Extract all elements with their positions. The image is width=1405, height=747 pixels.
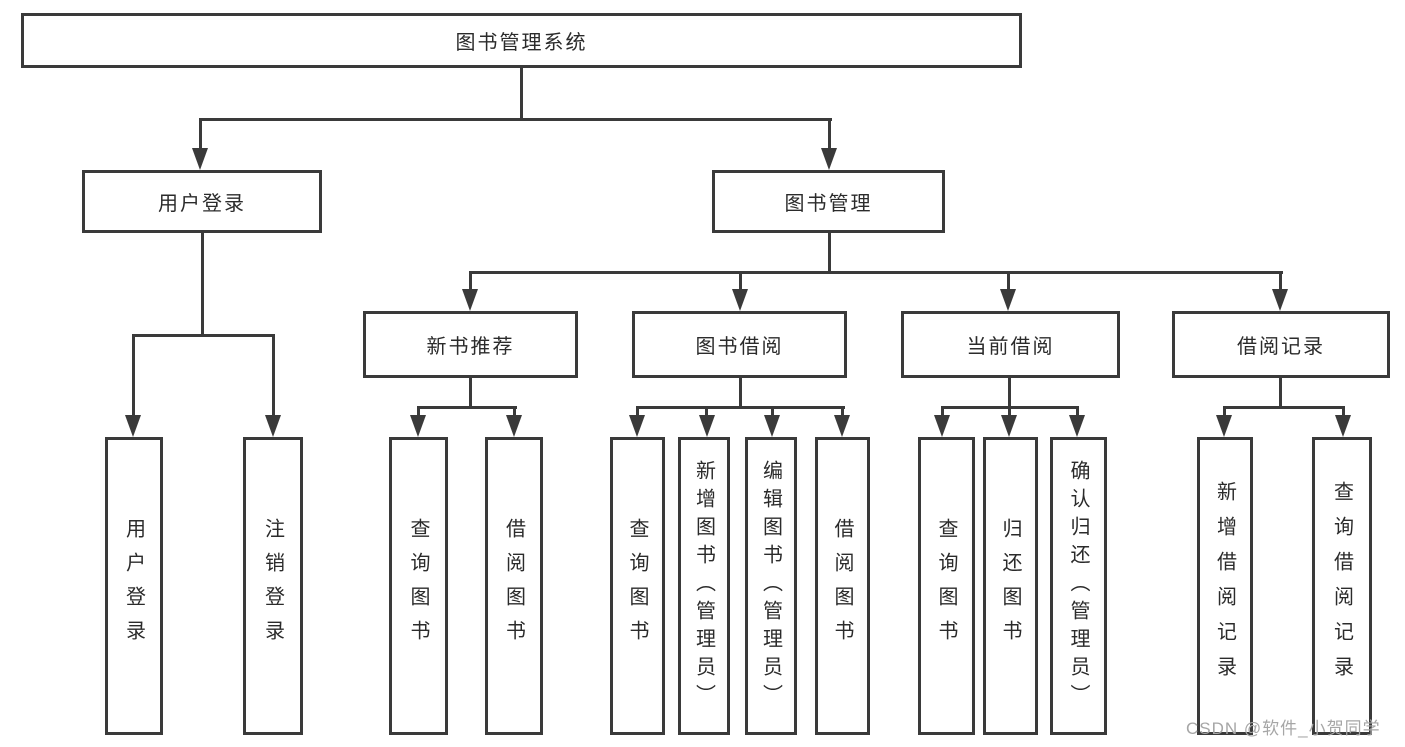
connector-line — [417, 406, 420, 420]
connector-line — [132, 334, 135, 420]
leaf-edit-books: 编辑图书（管理员） — [745, 437, 797, 735]
leaf-borrow-books-2: 借阅图书 — [815, 437, 870, 735]
arrowhead-down-icon — [125, 415, 141, 437]
leaf-return-books: 归还图书 — [983, 437, 1038, 735]
connector-line — [199, 118, 202, 154]
node-book-management: 图书管理 — [712, 170, 945, 233]
node-book-borrowing: 图书借阅 — [632, 311, 847, 378]
arrowhead-down-icon — [732, 289, 748, 311]
arrowhead-down-icon — [699, 415, 715, 437]
leaf-query-books-2: 查询图书 — [610, 437, 665, 735]
connector-line — [469, 271, 1283, 274]
arrowhead-down-icon — [462, 289, 478, 311]
connector-line — [199, 118, 832, 121]
arrowhead-down-icon — [1000, 289, 1016, 311]
connector-line — [739, 271, 742, 295]
connector-line — [828, 118, 831, 154]
arrowhead-down-icon — [1216, 415, 1232, 437]
connector-line — [469, 271, 472, 295]
connector-line — [828, 233, 831, 274]
arrowhead-down-icon — [410, 415, 426, 437]
connector-line — [132, 334, 275, 337]
connector-line — [841, 406, 844, 420]
arrowhead-down-icon — [1001, 415, 1017, 437]
node-root: 图书管理系统 — [21, 13, 1022, 68]
connector-line — [1008, 406, 1011, 420]
arrowhead-down-icon — [1335, 415, 1351, 437]
connector-line — [636, 406, 639, 420]
leaf-query-books-3: 查询图书 — [918, 437, 975, 735]
arrowhead-down-icon — [1272, 289, 1288, 311]
connector-line — [469, 378, 472, 409]
connector-line — [1223, 406, 1345, 409]
arrowhead-down-icon — [629, 415, 645, 437]
leaf-borrow-books-1: 借阅图书 — [485, 437, 543, 735]
connector-line — [739, 378, 742, 409]
leaf-add-books: 新增图书（管理员） — [678, 437, 730, 735]
arrowhead-down-icon — [764, 415, 780, 437]
connector-line — [1008, 378, 1011, 409]
connector-line — [941, 406, 944, 420]
connector-line — [272, 334, 275, 420]
leaf-user-login: 用户登录 — [105, 437, 163, 735]
connector-line — [1076, 406, 1079, 420]
leaf-query-borrow-record: 查询借阅记录 — [1312, 437, 1372, 735]
connector-line — [1007, 271, 1010, 295]
connector-line — [1223, 406, 1226, 420]
connector-line — [705, 406, 708, 420]
arrowhead-down-icon — [934, 415, 950, 437]
arrowhead-down-icon — [192, 148, 208, 170]
connector-line — [771, 406, 774, 420]
connector-line — [417, 406, 517, 409]
connector-line — [636, 406, 845, 409]
connector-line — [201, 233, 204, 336]
arrowhead-down-icon — [821, 148, 837, 170]
leaf-logout: 注销登录 — [243, 437, 303, 735]
leaf-query-books-1: 查询图书 — [389, 437, 448, 735]
leaf-confirm-return: 确认归还（管理员） — [1050, 437, 1107, 735]
arrowhead-down-icon — [1069, 415, 1085, 437]
connector-line — [1342, 406, 1345, 420]
arrowhead-down-icon — [506, 415, 522, 437]
arrowhead-down-icon — [834, 415, 850, 437]
leaf-add-borrow-record: 新增借阅记录 — [1197, 437, 1253, 735]
csdn-watermark: CSDN @软件_小贺同学 — [1186, 719, 1381, 738]
connector-line — [1279, 378, 1282, 409]
node-user-login: 用户登录 — [82, 170, 322, 233]
node-new-book-recommend: 新书推荐 — [363, 311, 578, 378]
connector-line — [513, 406, 516, 420]
connector-line — [1279, 271, 1282, 295]
node-current-borrowing: 当前借阅 — [901, 311, 1120, 378]
node-borrowing-records: 借阅记录 — [1172, 311, 1390, 378]
arrowhead-down-icon — [265, 415, 281, 437]
connector-line — [520, 68, 523, 119]
